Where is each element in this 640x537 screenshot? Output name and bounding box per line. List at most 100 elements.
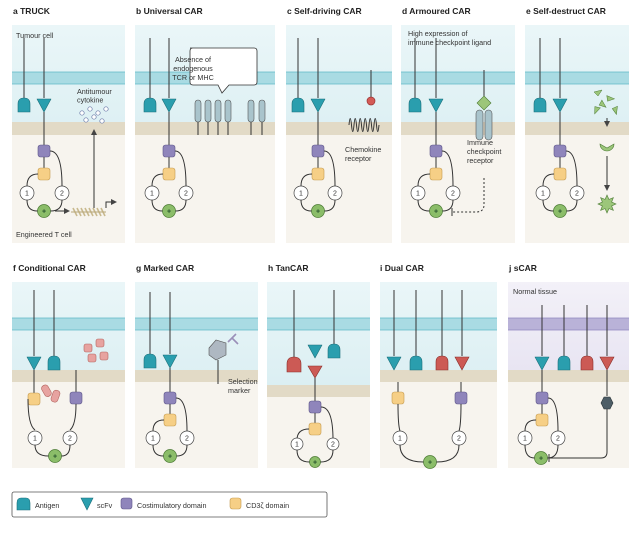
signal-path bbox=[324, 199, 336, 212]
panel-h-title: h TanCAR bbox=[268, 263, 308, 273]
tcr-chain bbox=[214, 99, 222, 123]
signal-path bbox=[441, 150, 454, 187]
target-membrane bbox=[525, 72, 629, 84]
inhibition-path bbox=[549, 409, 608, 459]
signal-path bbox=[399, 444, 424, 463]
signal-2-label: 2 bbox=[457, 436, 461, 443]
signal-2-label: 2 bbox=[60, 191, 64, 198]
costim-domain bbox=[69, 391, 83, 405]
scfv-icon bbox=[26, 356, 42, 371]
tcr-chain bbox=[224, 99, 232, 123]
costim-domain bbox=[535, 391, 549, 405]
engineered-t-cell-label: Engineered T cell bbox=[16, 230, 72, 239]
t-cell-membrane bbox=[12, 122, 125, 135]
antigen-icon bbox=[143, 97, 157, 113]
inhibition-path bbox=[452, 178, 485, 213]
marker-antibody bbox=[227, 333, 239, 345]
cytokine-dot bbox=[95, 110, 101, 116]
antigen-icon bbox=[409, 355, 423, 371]
signal-1-label: 1 bbox=[541, 191, 545, 198]
signal-2-label: 2 bbox=[333, 191, 337, 198]
target-membrane bbox=[12, 318, 125, 330]
panel-j bbox=[508, 282, 629, 468]
normal-tissue-label: Normal tissue bbox=[513, 287, 557, 296]
signal-1-label: 1 bbox=[295, 442, 299, 449]
t-cell-membrane bbox=[135, 370, 258, 382]
t-cell-body bbox=[508, 382, 629, 468]
scfv-icon bbox=[161, 98, 177, 113]
scfv-icon bbox=[552, 98, 568, 113]
scfv-icon bbox=[310, 98, 326, 113]
legend-scfv-icon bbox=[80, 497, 94, 511]
self-destruct-switch bbox=[593, 89, 618, 214]
panel-g-title: g Marked CAR bbox=[136, 263, 194, 273]
scfv-icon bbox=[307, 344, 323, 359]
target-membrane bbox=[508, 318, 629, 330]
panel-c-title: c Self-driving CAR bbox=[287, 6, 362, 16]
panel-d bbox=[401, 25, 515, 243]
signal-1-label: 1 bbox=[416, 191, 420, 198]
signal-path bbox=[152, 419, 165, 432]
costim-domain bbox=[454, 391, 468, 405]
t-cell-membrane bbox=[508, 370, 629, 382]
signal-path bbox=[458, 403, 462, 432]
activation-plus-label: + bbox=[558, 209, 562, 216]
panel-i-car: 1 2 + bbox=[386, 290, 470, 469]
mhc-chain bbox=[258, 99, 266, 123]
signal-path bbox=[442, 199, 454, 212]
signal-1-label: 1 bbox=[150, 191, 154, 198]
signal-path bbox=[524, 419, 537, 432]
cd3-domain bbox=[535, 413, 549, 427]
legend: Antigen scFv Costimulatory domain CD3ζ d… bbox=[11, 491, 328, 518]
signal-path bbox=[300, 199, 312, 212]
dimerizer-molecule bbox=[87, 353, 97, 363]
target-membrane bbox=[401, 72, 515, 84]
cd3-domain bbox=[162, 167, 176, 181]
cd3-domain bbox=[429, 167, 443, 181]
activation-plus-label: + bbox=[428, 460, 432, 467]
panel-a-title: a TRUCK bbox=[13, 6, 51, 16]
t-cell-membrane bbox=[525, 122, 629, 135]
cytokine-dot bbox=[79, 110, 85, 116]
signal-1-label: 1 bbox=[33, 436, 37, 443]
scfv-icon bbox=[534, 356, 550, 371]
activation-plus-label: + bbox=[434, 209, 438, 216]
signal-path bbox=[320, 449, 334, 463]
chemokine-receptor bbox=[348, 70, 380, 132]
checkpoint-receptor-chain bbox=[475, 109, 484, 141]
tumour-cell-label: Tumour cell bbox=[16, 31, 54, 40]
costim-domain bbox=[37, 144, 51, 158]
panel-j-title: j sCAR bbox=[508, 263, 537, 273]
signal-path bbox=[34, 444, 49, 457]
checkpoint-receptor bbox=[451, 70, 493, 216]
cd3-domain bbox=[37, 167, 51, 181]
checkpoint-ligand bbox=[476, 95, 492, 111]
t-cell-membrane bbox=[286, 122, 392, 135]
antigen-icon bbox=[408, 97, 422, 113]
antigen-icon bbox=[291, 97, 305, 113]
signal-path bbox=[27, 398, 36, 431]
panel-d-title: d Armoured CAR bbox=[402, 6, 471, 16]
signal-1-label: 1 bbox=[398, 436, 402, 443]
signal-1-label: 1 bbox=[25, 191, 29, 198]
signal-2-label: 2 bbox=[556, 436, 560, 443]
signal-1-label: 1 bbox=[523, 436, 527, 443]
activation-plus-label: + bbox=[313, 460, 317, 467]
target-membrane bbox=[286, 72, 392, 84]
drug-fragment bbox=[606, 95, 616, 102]
cytokine-dot bbox=[91, 114, 97, 120]
t-cell-membrane bbox=[135, 122, 275, 135]
signal-path bbox=[397, 403, 401, 432]
tcr-chain bbox=[204, 99, 212, 123]
antigen-2-icon bbox=[286, 356, 302, 373]
absence-tcr-callout bbox=[189, 47, 258, 94]
chemokine-ligand bbox=[366, 96, 376, 106]
legend-costim-label: Costimulatory domain bbox=[137, 501, 207, 510]
signal-1-label: 1 bbox=[299, 191, 303, 198]
